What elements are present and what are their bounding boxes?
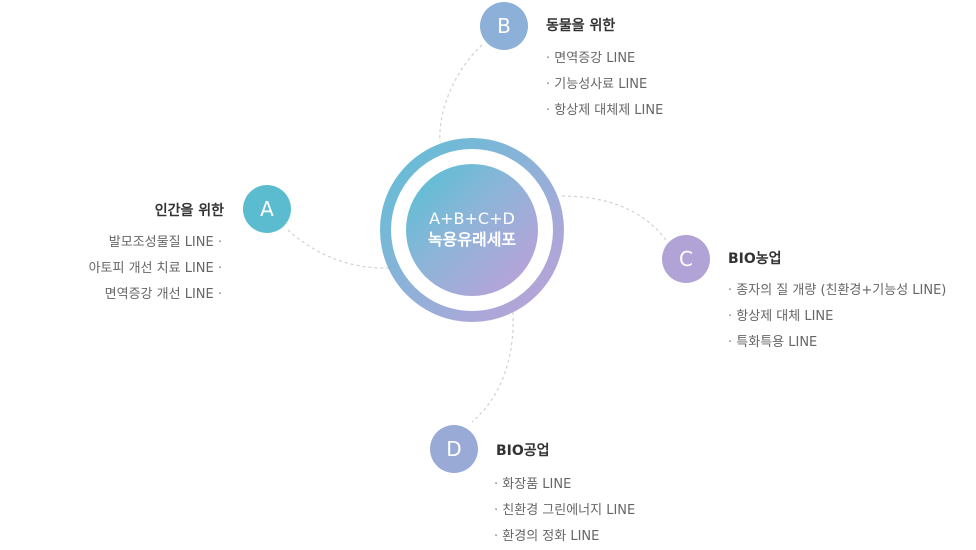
node-c-badge: C <box>662 235 710 283</box>
item-text: 면역증강 LINE <box>554 51 636 66</box>
list-item: 아토피 개선 치료 LINE · <box>89 256 222 282</box>
list-item: · 환경의 정화 LINE <box>494 524 635 550</box>
bullet: · <box>494 503 499 518</box>
item-text: 환경의 정화 LINE <box>502 529 600 544</box>
list-item: · 면역증강 LINE <box>546 46 663 72</box>
connector-a <box>287 229 393 269</box>
bullet: · <box>217 235 222 250</box>
item-text: 화장품 LINE <box>502 477 572 492</box>
node-d-badge: D <box>430 425 478 473</box>
node-c-items: · 종자의 질 개량 (친환경+기능성 LINE) · 항상제 대체 LINE … <box>728 278 946 356</box>
node-b-badge: B <box>480 2 528 50</box>
list-item: · 항상제 대체제 LINE <box>546 98 663 124</box>
item-text: 항상제 대체 LINE <box>736 309 834 324</box>
center-core: A+B+C+D 녹용유래세포 <box>406 164 538 296</box>
bullet: · <box>728 335 733 350</box>
list-item: · 기능성사료 LINE <box>546 72 663 98</box>
center-line-2: 녹용유래세포 <box>427 230 517 249</box>
bullet: · <box>728 309 733 324</box>
bullet: · <box>728 283 733 298</box>
item-text: 면역증강 개선 LINE <box>104 287 214 302</box>
list-item: · 화장품 LINE <box>494 472 635 498</box>
node-a-items: 발모조성물질 LINE · 아토피 개선 치료 LINE · 면역증강 개선 L… <box>89 230 222 308</box>
node-a-badge: A <box>243 185 291 233</box>
node-b-items: · 면역증강 LINE · 기능성사료 LINE · 항상제 대체제 LINE <box>546 46 663 124</box>
bullet: · <box>546 103 551 118</box>
item-text: 발모조성물질 LINE <box>108 235 214 250</box>
list-item: · 특화특용 LINE <box>728 330 946 356</box>
list-item: · 항상제 대체 LINE <box>728 304 946 330</box>
node-a-title: 인간을 위한 <box>154 203 224 219</box>
bullet: · <box>546 77 551 92</box>
connector-c <box>561 195 667 241</box>
list-item: · 친환경 그린에너지 LINE <box>494 498 635 524</box>
node-c-title: BIO농업 <box>728 251 782 267</box>
item-text: 아토피 개선 치료 LINE <box>88 261 214 276</box>
bullet: · <box>494 477 499 492</box>
list-item: 발모조성물질 LINE · <box>89 230 222 256</box>
item-text: 기능성사료 LINE <box>554 77 648 92</box>
bullet: · <box>217 287 222 302</box>
bullet: · <box>494 529 499 544</box>
item-text: 특화특용 LINE <box>736 335 818 350</box>
item-text: 종자의 질 개량 (친환경+기능성 LINE) <box>736 283 947 298</box>
list-item: 면역증강 개선 LINE · <box>89 282 222 308</box>
node-d-title: BIO공업 <box>496 443 550 459</box>
item-text: 항상제 대체제 LINE <box>554 103 664 118</box>
center-line-1: A+B+C+D <box>429 209 515 228</box>
item-text: 친환경 그린에너지 LINE <box>502 503 636 518</box>
connector-b <box>439 44 483 143</box>
bullet: · <box>217 261 222 276</box>
node-b-title: 동물을 위한 <box>546 18 616 34</box>
list-item: · 종자의 질 개량 (친환경+기능성 LINE) <box>728 278 946 304</box>
bullet: · <box>546 51 551 66</box>
node-d-items: · 화장품 LINE · 친환경 그린에너지 LINE · 환경의 정화 LIN… <box>494 472 635 550</box>
connector-d <box>471 311 514 423</box>
